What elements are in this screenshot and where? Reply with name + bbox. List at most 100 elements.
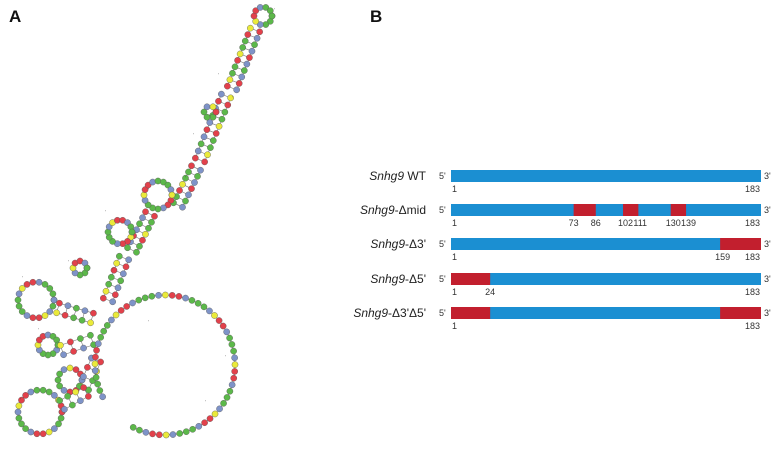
construct-suffix: -Δ5' xyxy=(405,272,426,286)
nucleotide xyxy=(45,428,53,436)
nucleotide xyxy=(72,388,79,396)
construct-bar xyxy=(451,273,761,285)
nucleotide xyxy=(215,123,223,130)
nucleotide xyxy=(155,291,162,299)
nucleotide xyxy=(188,162,195,170)
nucleotide xyxy=(226,387,234,395)
deleted-region xyxy=(451,273,491,285)
nucleotide xyxy=(195,423,203,430)
nucleotide xyxy=(179,181,186,188)
nucleotide xyxy=(194,147,202,155)
nucleotide xyxy=(102,287,110,295)
position-label: 130 xyxy=(666,218,681,228)
construct-label: Snhg9 WT xyxy=(369,169,426,183)
construct-bar xyxy=(451,170,761,182)
nucleotide xyxy=(18,420,25,428)
nucleotide xyxy=(212,108,220,116)
nucleotide xyxy=(268,12,276,20)
structure-annotation: · xyxy=(22,274,23,279)
nucleotide xyxy=(100,327,107,335)
nucleotide xyxy=(256,28,263,36)
structure-annotation: · xyxy=(225,353,226,358)
nucleotide xyxy=(206,119,214,126)
nucleotide xyxy=(64,392,71,400)
structure-annotation: · xyxy=(112,266,113,271)
deleted-region xyxy=(623,204,639,216)
nucleotide xyxy=(136,242,143,250)
position-label: 183 xyxy=(745,218,760,228)
structure-annotation: · xyxy=(105,208,106,213)
nucleotide xyxy=(200,108,208,116)
nucleotide xyxy=(142,429,150,436)
nucleotide xyxy=(189,426,196,433)
nucleotide xyxy=(15,290,23,298)
nucleotide xyxy=(136,426,143,434)
nucleotide xyxy=(50,296,58,304)
nucleotide xyxy=(182,197,189,205)
deleted-region xyxy=(451,307,491,319)
nucleotide xyxy=(60,387,68,394)
nucleotide xyxy=(241,67,248,74)
nucleotide xyxy=(125,256,132,264)
five-prime-end: 5' xyxy=(439,171,446,181)
nucleotide xyxy=(220,400,227,407)
nucleotide xyxy=(41,281,49,288)
nucleotide xyxy=(209,103,217,111)
position-label: 1 xyxy=(452,321,457,331)
nucleotide xyxy=(87,319,94,327)
nucleotides xyxy=(14,4,276,439)
nucleotide xyxy=(67,338,74,346)
construct-suffix: -Δ3' xyxy=(405,237,426,251)
nucleotide xyxy=(207,144,214,151)
position-label: 139 xyxy=(681,218,696,228)
nucleotide xyxy=(229,69,236,77)
nucleotide xyxy=(77,397,84,405)
structure-annotation: · xyxy=(168,434,169,439)
nucleotide xyxy=(200,303,208,311)
nucleotide xyxy=(77,335,84,342)
structure-annotation: · xyxy=(20,396,21,401)
structure-annotation: · xyxy=(148,186,149,191)
nucleotide xyxy=(160,178,167,186)
position-label: 1 xyxy=(452,218,457,228)
nucleotide xyxy=(148,218,155,226)
nucleotide xyxy=(223,328,230,336)
nucleotide xyxy=(230,374,238,382)
nucleotide xyxy=(162,291,169,299)
nucleotide xyxy=(215,97,222,105)
nucleotide xyxy=(18,308,26,315)
nucleotide xyxy=(80,384,87,391)
nucleotide xyxy=(135,296,143,304)
structure-annotation: · xyxy=(68,258,69,263)
nucleotide xyxy=(218,90,225,98)
nucleotide xyxy=(201,419,208,427)
nucleotide xyxy=(114,284,122,292)
construct-suffix: -Δmid xyxy=(395,203,426,217)
nucleotide xyxy=(110,266,118,274)
nucleotide xyxy=(188,297,196,304)
construct-bar xyxy=(451,204,761,216)
nucleotide xyxy=(218,115,226,123)
nucleotide xyxy=(60,351,67,359)
nucleotide xyxy=(80,373,87,380)
nucleotide xyxy=(56,299,63,307)
nucleotide xyxy=(66,364,74,372)
deleted-region xyxy=(573,204,596,216)
nucleotide xyxy=(15,402,23,410)
nucleotide xyxy=(122,263,130,271)
construct-label: Snhg9-Δmid xyxy=(360,203,426,217)
three-prime-end: 3' xyxy=(764,308,771,318)
nucleotide xyxy=(97,334,104,341)
nucleotide xyxy=(233,86,240,94)
position-label: 73 xyxy=(569,218,579,228)
nucleotide xyxy=(141,294,149,302)
nucleotide xyxy=(169,431,177,438)
nucleotide xyxy=(90,309,97,317)
nucleotide xyxy=(226,334,233,342)
position-label: 1 xyxy=(452,287,457,297)
nucleotide xyxy=(133,248,140,256)
nucleotide xyxy=(91,360,99,368)
nucleotide xyxy=(78,316,86,324)
